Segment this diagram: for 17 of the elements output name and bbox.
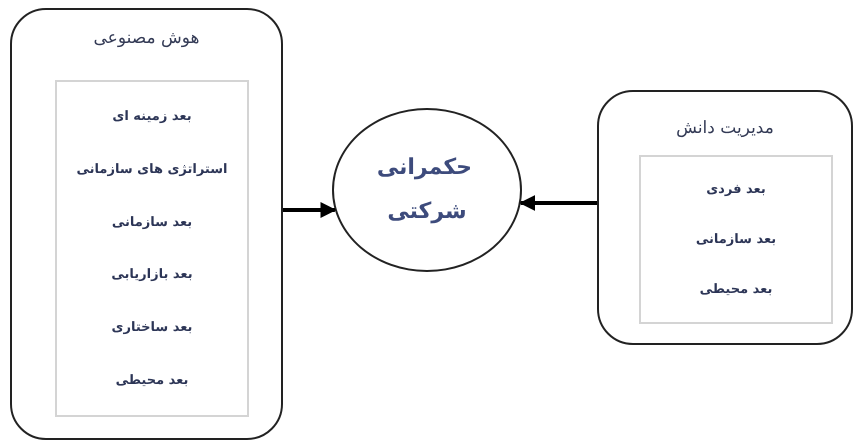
arrow (519, 195, 597, 211)
list-item: بعد محیطی (116, 373, 188, 388)
arrow (283, 202, 336, 218)
list-item: بعد بازاریابی (111, 267, 193, 282)
list-item: بعد سازمانی (112, 214, 192, 230)
list-item: بعد محیطی (700, 282, 772, 297)
box-heading: مدیریت دانش (675, 118, 775, 138)
list-box (639, 155, 833, 324)
list-item: استراتژی های سازمانی (76, 162, 228, 177)
box-heading: هوش مصنوعی (92, 28, 200, 48)
list-item: بعد فردی (706, 182, 766, 198)
list-item: بعد سازمانی (696, 232, 776, 247)
list-item: بعد زمینه ای (112, 108, 192, 124)
rounded-box (597, 90, 853, 345)
list-box (55, 80, 249, 417)
rounded-box (10, 8, 283, 440)
list-item: بعد ساختاری (112, 320, 192, 336)
